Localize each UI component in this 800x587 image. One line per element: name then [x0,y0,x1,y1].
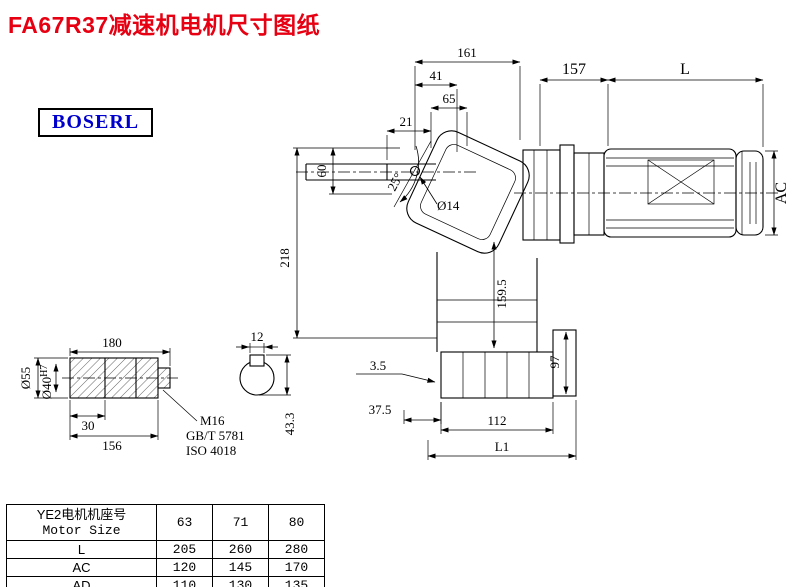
dim-97: 97 [547,355,562,369]
dim-65-group: 65 [430,91,468,148]
dim-41-group: 41 [414,68,458,152]
dim-AC-group: AC [765,150,790,236]
hole-callout: Ø14 [419,176,460,213]
dim-3-5-group: 3.5 [356,358,436,383]
terminal-box [647,159,715,205]
table-cell: 135 [268,576,325,587]
dim-21-group: 21 [386,114,432,160]
table-header-label: YE2电机机座号 Motor Size [6,504,157,541]
dim-218: 218 [277,248,292,268]
mounting-flange [440,351,554,399]
table-row-AC: AC 120 145 170 [6,558,325,577]
table-row-AD: AD 110 130 135 [6,576,325,587]
dim-dia40-group: Ø40H7 [39,363,59,400]
dim-37-5-group: 37.5 [369,402,442,424]
dim-112: 112 [487,413,506,428]
dim-AC: AC [773,182,790,204]
dim-dia55: Ø55 [18,367,33,389]
dim-60-group: 60 [314,147,400,195]
thread-size: M16 [200,413,225,428]
motor-flange [559,144,575,244]
dim-43-3-group: 43.3 [259,354,297,436]
dim-dia55-group: Ø55 [18,357,68,399]
table-cell: 145 [212,558,269,577]
table-cell: 260 [212,540,269,559]
thread-callout: M16 GB/T 5781 ISO 4018 [162,389,245,458]
table-header-row: YE2电机机座号 Motor Size 63 71 80 [6,504,325,541]
header-label-en: Motor Size [42,522,121,538]
table-cell: 170 [268,558,325,577]
motor-size-80: 80 [268,504,325,541]
table-row-L: L 205 260 280 [6,540,325,559]
dim-43-3: 43.3 [282,413,297,436]
motor-size-71: 71 [212,504,269,541]
dim-dia40: Ø40H7 [39,365,54,400]
dim-161: 161 [457,45,477,60]
dim-L: L [680,61,690,78]
brand-logo-text: BOSERL [52,111,140,133]
dim-161-group: 161 [414,45,521,150]
dim-30-group: 30 [69,400,106,440]
dim-12-group: 12 [236,329,278,353]
dim-L1-group: L1 [427,400,577,460]
motor-assembly [514,144,780,244]
row-label-AC: AC [6,558,157,577]
table-cell: 120 [156,558,213,577]
dim-157: 157 [562,61,586,78]
thread-standard-iso: ISO 4018 [186,443,236,458]
dim-157-group: 157 [539,61,764,147]
page-title: FA67R37减速机电机尺寸图纸 [8,12,321,38]
motor-size-table: YE2电机机座号 Motor Size 63 71 80 L 205 260 2… [6,504,325,587]
table-cell: 130 [212,576,269,587]
thread-standard-gb: GB/T 5781 [186,428,245,443]
dim-112-group: 112 [440,402,554,434]
dim-159-5: 159.5 [494,279,509,308]
dim-L1: L1 [495,439,509,454]
shaft-detail [62,357,178,399]
shaft-section [239,354,275,396]
dim-30: 30 [82,418,95,433]
dim-156-group: 156 [69,400,159,453]
dim-37-5: 37.5 [369,402,392,417]
dim-21: 21 [400,114,413,129]
dim-156: 156 [102,438,122,453]
input-adapter [522,149,561,241]
dim-218-group: 218 [277,147,437,339]
keyway [249,354,265,367]
dim-12: 12 [251,329,264,344]
row-label-L: L [6,540,157,559]
dim-65: 65 [443,91,456,106]
row-label-AD: AD [6,576,157,587]
motor-size-63: 63 [156,504,213,541]
table-cell: 205 [156,540,213,559]
dim-97-group: 97 [547,329,572,397]
table-cell: 280 [268,540,325,559]
dim-hole-dia: Ø14 [437,198,460,213]
dim-180: 180 [102,335,122,350]
brand-logo: BOSERL [38,108,154,137]
dim-41: 41 [430,68,443,83]
table-cell: 110 [156,576,213,587]
header-label-cn: YE2电机机座号 [36,506,127,522]
output-shaft [296,163,478,181]
dim-180-group: 180 [69,335,171,366]
dim-159-5-group: 159.5 [491,241,509,349]
dim-L-group: L [607,61,764,83]
dim-3-5: 3.5 [370,358,386,373]
face-bolt-hole [409,165,421,177]
dim-60: 60 [314,165,329,178]
